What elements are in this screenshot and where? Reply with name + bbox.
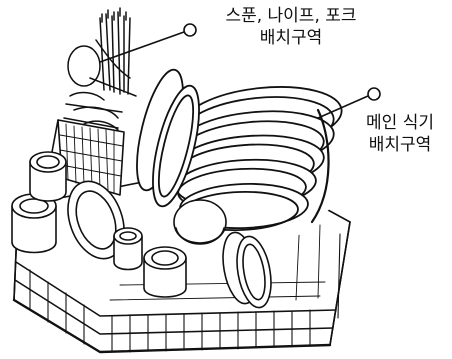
utensils — [64, 8, 136, 140]
callout-main-line2: 배치구역 — [350, 134, 450, 156]
cup-center-small — [114, 228, 142, 270]
bowl-center — [174, 200, 226, 244]
callout-cutlery-line2: 배치구역 — [196, 27, 386, 49]
callout-label-main-dish-zone: 메인 식기 배치구역 — [350, 112, 450, 156]
callout-label-cutlery-zone: 스푼, 나이프, 포크 배치구역 — [196, 5, 386, 49]
cup-center — [144, 247, 186, 297]
cup-left-front — [12, 194, 56, 253]
callout-marker-cutlery — [184, 24, 196, 36]
callout-main-line1: 메인 식기 — [350, 112, 450, 134]
cup-left-back — [30, 152, 66, 201]
callout-cutlery-line1: 스푼, 나이프, 포크 — [196, 5, 386, 27]
callout-marker-main — [368, 88, 380, 100]
